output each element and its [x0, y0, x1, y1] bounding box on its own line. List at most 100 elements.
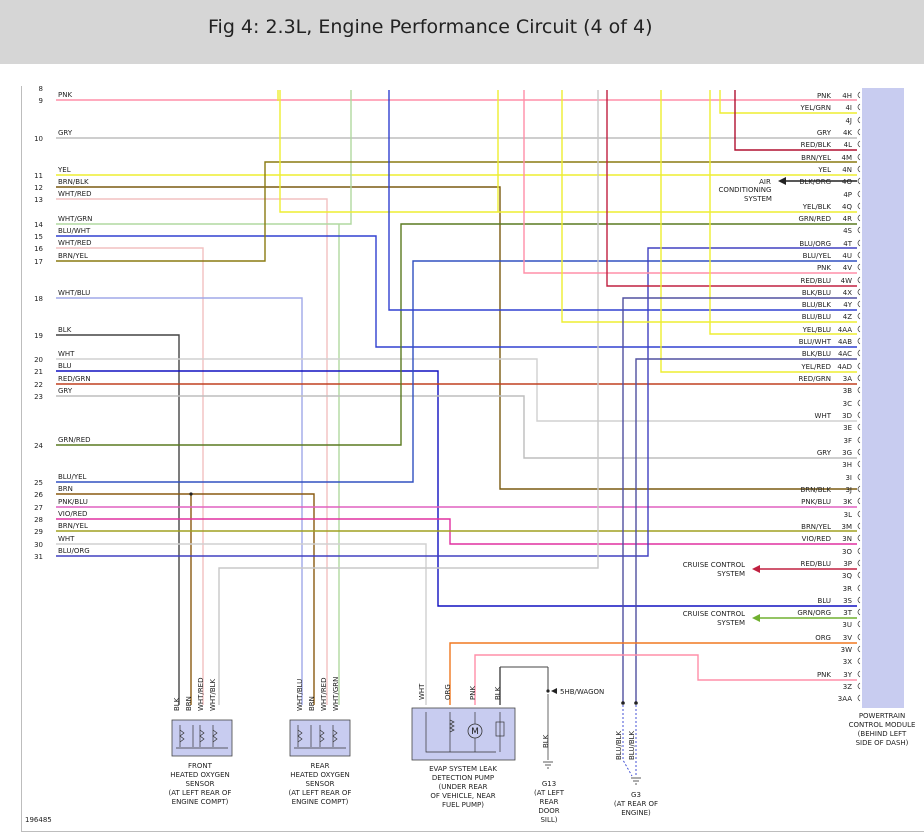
cruise-1-arrow-icon: [752, 565, 760, 573]
left-pin-wire-name: WHT/RED: [58, 239, 92, 247]
right-pin-id: 3H: [842, 461, 852, 469]
left-pin-wire-name: WHT/RED: [58, 190, 92, 198]
right-pin-wire-name: PNK: [817, 671, 831, 679]
wire-yel-grn: [719, 90, 857, 114]
right-pin-id: 4I: [845, 104, 852, 112]
wire-yel-blu: [709, 90, 857, 335]
rear-wire-1: WHT/BLU: [296, 679, 304, 711]
right-pin-id: 4P: [843, 191, 852, 199]
pin-connector-icon: [857, 522, 861, 530]
pin-connector-icon: [857, 694, 861, 702]
right-pin-id: 4O: [842, 178, 852, 186]
right-pin-id: 3O: [842, 548, 852, 556]
front-oxygen-sensor: [171, 719, 233, 757]
pin-connector-icon: [857, 423, 861, 431]
wire-15: [56, 235, 857, 348]
left-pin-wire-name: WHT/BLU: [58, 289, 90, 297]
right-pin-wire-name: BLK/BLU: [802, 350, 831, 358]
right-pin-wire-name: ORG: [815, 634, 831, 642]
right-pin-id: 3J: [845, 486, 852, 494]
wire-25: [56, 260, 857, 483]
evap-label-2: DETECTION PUMP: [432, 774, 494, 782]
pin-connector-icon: [857, 584, 861, 592]
left-pin-number: 25: [34, 479, 43, 487]
left-pin-number: 19: [34, 332, 43, 340]
wire-31: [56, 247, 857, 557]
pin-connector-icon: [857, 670, 861, 678]
right-pin-id: 4T: [843, 240, 852, 248]
pin-connector-icon: [857, 128, 861, 136]
left-pin-wire-name: BRN/YEL: [58, 252, 88, 260]
right-pin-wire-name: RED/BLU: [800, 560, 831, 568]
left-pin-wire-name: PNK: [58, 91, 72, 99]
left-pin-wire-name: BLK: [58, 326, 72, 334]
left-pin-number: 11: [34, 172, 43, 180]
front-wire-2: BRN: [185, 696, 193, 711]
g13-label-1: G13: [542, 780, 556, 788]
pin-connector-icon: [857, 103, 861, 111]
ac-label-1: AIR: [759, 178, 771, 186]
left-pin-number: 21: [34, 368, 43, 376]
right-pin-id: 3N: [842, 535, 852, 543]
pin-connector-icon: [857, 337, 861, 345]
right-pin-wire-name: BLU/WHT: [799, 338, 832, 346]
wire-yel-4z: [561, 90, 857, 323]
diagram-frame: [21, 86, 924, 832]
right-pin-id: 4N: [842, 166, 852, 174]
g13-splice-dot: [546, 689, 550, 693]
pin-connector-icon: [857, 608, 861, 616]
left-pin-number: 30: [34, 541, 43, 549]
pcm-module-bar: [862, 88, 904, 708]
left-pin-wire-name: BRN/BLK: [58, 178, 89, 186]
pcm-label-2: CONTROL MODULE: [849, 721, 916, 729]
wire-org-3v: [449, 642, 857, 705]
pin-connector-icon: [857, 411, 861, 419]
rear-oxygen-sensor: [289, 719, 351, 757]
pin-connector-icon: [857, 497, 861, 505]
evap-wire-4: BLK: [494, 686, 502, 700]
wire-30: [56, 543, 427, 705]
ac-label-3: SYSTEM: [744, 195, 772, 203]
pin-connector-icon: [857, 263, 861, 271]
pin-connector-icon: [857, 190, 861, 198]
wire-20: [56, 358, 857, 422]
pin-connector-icon: [857, 374, 861, 382]
pcm-label-3: (BEHIND LEFT: [858, 730, 907, 738]
pin-connector-icon: [857, 448, 861, 456]
g3-splice-dot-2: [634, 701, 638, 705]
front-wire-3: WHT/RED: [197, 678, 205, 712]
wire-red-blu: [606, 90, 857, 287]
right-pin-wire-name: BLU/ORG: [799, 240, 831, 248]
right-pin-id: 3X: [843, 658, 852, 666]
pin-connector-icon: [857, 657, 861, 665]
evap-wire-2: ORG: [444, 684, 452, 700]
pin-connector-icon: [857, 510, 861, 518]
right-pin-wire-name: YEL/BLU: [802, 326, 831, 334]
left-pin-wire-name: BLU/YEL: [58, 473, 87, 481]
wire-pnk-4v: [523, 90, 857, 274]
right-pin-wire-name: RED/BLK: [801, 141, 832, 149]
right-pin-wire-name: BRN/YEL: [801, 154, 831, 162]
right-pin-wire-name: VIO/RED: [802, 535, 831, 543]
right-pin-id: 4AC: [838, 350, 852, 358]
g3-wire-label-1: BLU/BLK: [615, 730, 623, 760]
rear-label-2: HEATED OXYGEN: [290, 771, 349, 779]
pin-connector-icon: [857, 362, 861, 370]
pin-connector-icon: [857, 177, 861, 185]
pin-connector-icon: [857, 251, 861, 259]
left-pin-wire-name: GRY: [58, 129, 73, 137]
left-pin-number: 16: [34, 245, 43, 253]
right-pin-id: 3D: [842, 412, 852, 420]
front-splice-dot: [189, 492, 193, 496]
left-pin-wire-name: PNK/BLU: [58, 498, 88, 506]
right-pin-wire-name: GRN/ORG: [797, 609, 831, 617]
ac-label-2: CONDITIONING: [719, 186, 772, 194]
left-pin-number: 10: [34, 135, 43, 143]
evap-wire-1: WHT: [418, 683, 426, 700]
cruise-1-label-2: SYSTEM: [717, 570, 745, 578]
wire-12: [56, 186, 857, 490]
rear-label-5: ENGINE COMPT): [292, 798, 349, 806]
front-wire-4: WHT/BLK: [209, 678, 217, 711]
right-pin-id: 4AD: [837, 363, 852, 371]
left-pin-number: 22: [34, 381, 43, 389]
